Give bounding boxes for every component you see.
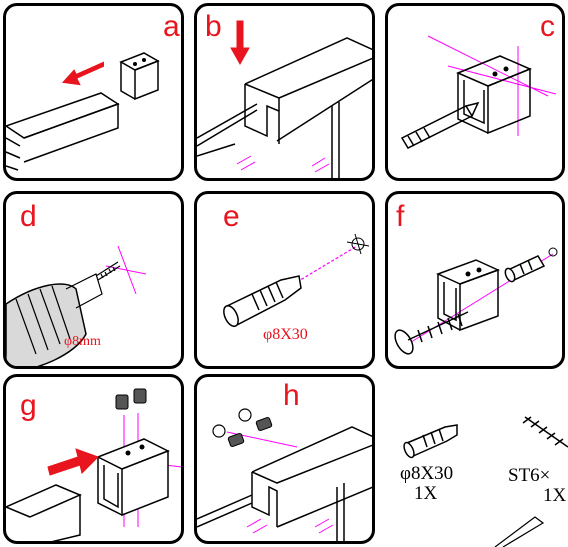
step-g-panel: g [3, 374, 184, 544]
anchor-size-label: φ8X30 [400, 463, 454, 484]
drill-bit-size: φ8mm [64, 334, 101, 349]
step-label: d [20, 200, 37, 233]
step-a-illustration [6, 52, 160, 171]
anchor-quantity: 1X [414, 483, 438, 504]
step-b-panel: b [194, 3, 375, 181]
screw-quantity: 1X [543, 485, 567, 506]
step-label: f [396, 200, 405, 233]
anchor-size: φ8X30 [263, 326, 308, 343]
step-b-illustration [197, 20, 372, 178]
step-label: g [20, 389, 37, 422]
step-f-panel: f [385, 191, 565, 369]
step-label: c [540, 10, 555, 43]
step-e-panel: e φ8X30 [194, 191, 375, 369]
step-h-panel: h [194, 374, 375, 544]
step-c-panel: c [385, 3, 565, 181]
step-label: e [223, 200, 240, 233]
step-d-panel: d φ8mm [3, 191, 184, 369]
parts-list-illustration [403, 416, 568, 547]
step-a-panel: a [3, 3, 184, 181]
screw-size-label: ST6× [508, 465, 551, 486]
step-h-illustration [197, 408, 372, 541]
step-label: a [163, 10, 180, 43]
step-c-illustration [400, 35, 557, 149]
step-d-illustration [6, 245, 147, 366]
step-label: h [283, 379, 300, 412]
step-f-illustration [394, 247, 558, 355]
step-label: b [205, 10, 222, 43]
step-e-illustration [223, 233, 370, 328]
step-g-illustration [6, 388, 181, 541]
